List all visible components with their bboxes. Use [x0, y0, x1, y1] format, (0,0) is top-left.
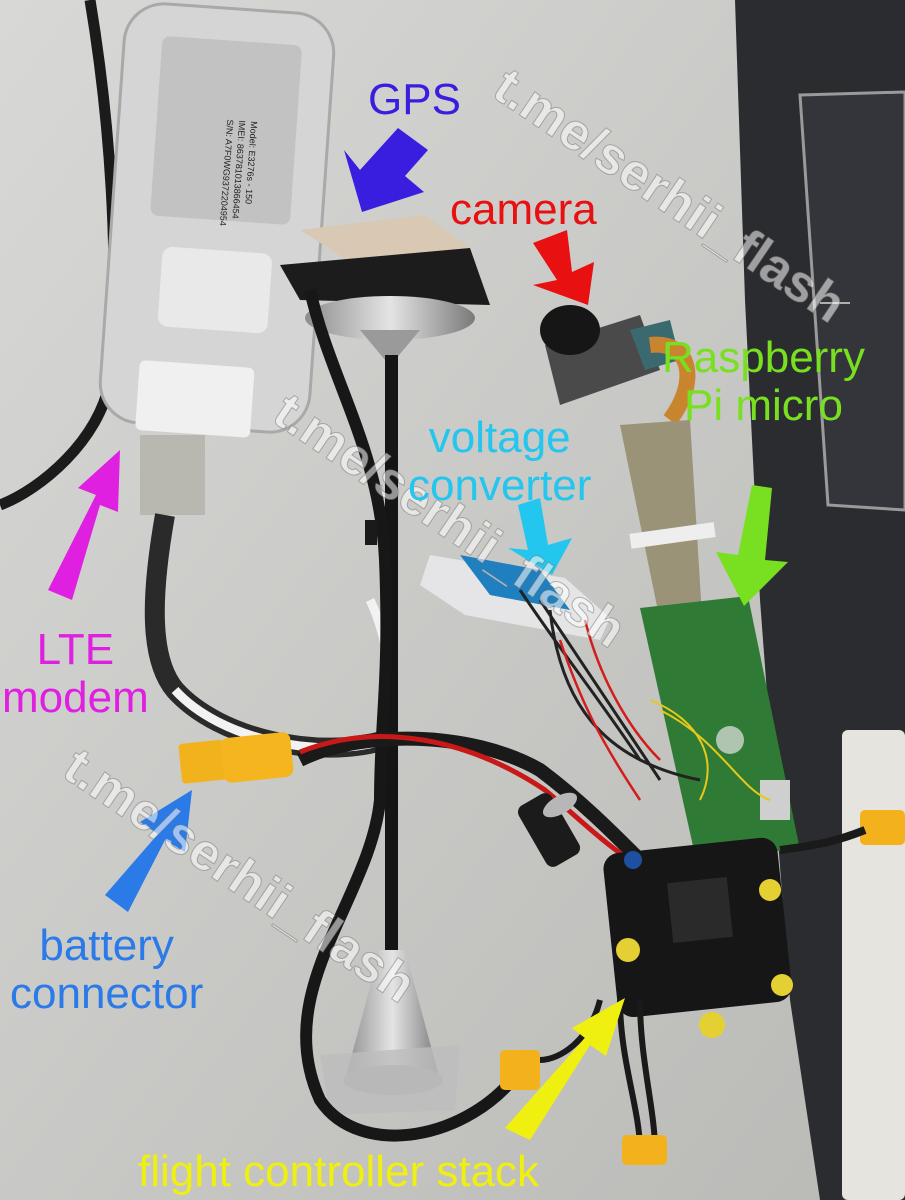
- lte-label-line1: LTE: [36, 625, 115, 674]
- camera-label: camera: [450, 186, 597, 234]
- black-cable-loop: [300, 288, 525, 1142]
- voltage-label-line1: voltage: [428, 413, 571, 462]
- lte-label: LTE modem: [2, 626, 149, 722]
- gps-module: [280, 215, 490, 360]
- raspberry-label-line2: Pi micro: [684, 381, 843, 430]
- raspberry-arrow: [716, 485, 788, 606]
- gps-arrow: [344, 128, 428, 212]
- flight-label: flight controller stack: [138, 1148, 539, 1196]
- voltage-arrow: [508, 498, 572, 575]
- fc-right-wires: [779, 826, 867, 854]
- converter-wires: [518, 589, 701, 782]
- red-lead-cable: [299, 734, 632, 863]
- xt60-connector-left: [178, 732, 294, 784]
- lte-modem: [98, 2, 336, 515]
- voltage-label-line2: converter: [408, 461, 592, 510]
- battery-label-line1: battery: [39, 921, 174, 970]
- voltage-converter-board: [365, 520, 610, 640]
- gps-label: GPS: [368, 76, 461, 124]
- raspberry-pi-board: [640, 596, 800, 855]
- flight-controller-board: [603, 837, 793, 1038]
- battery-label: battery connector: [10, 922, 203, 1018]
- battery-lead-cable: [296, 731, 645, 865]
- battery-arrow: [105, 790, 192, 912]
- camera-module: [540, 305, 696, 425]
- raspberry-label: Raspberry Pi micro: [662, 334, 865, 430]
- flight-arrow: [505, 998, 625, 1140]
- converter-red-wires: [558, 619, 661, 801]
- capacitor: [517, 792, 581, 867]
- lte-label-line2: modem: [2, 673, 149, 722]
- raspberry-label-line1: Raspberry: [662, 333, 865, 382]
- battery-label-line2: connector: [10, 969, 204, 1018]
- lte-arrow: [48, 450, 120, 600]
- camera-label-text: camera: [450, 185, 597, 234]
- signal-wires: [649, 699, 771, 801]
- voltage-label: voltage converter: [408, 414, 591, 510]
- laptop: [735, 0, 905, 1200]
- mast-clamp: [320, 950, 460, 1115]
- gps-label-text: GPS: [368, 75, 461, 124]
- flight-label-text: flight controller stack: [138, 1147, 540, 1196]
- xt30-connectors: [500, 810, 905, 1165]
- camera-arrow: [533, 230, 594, 305]
